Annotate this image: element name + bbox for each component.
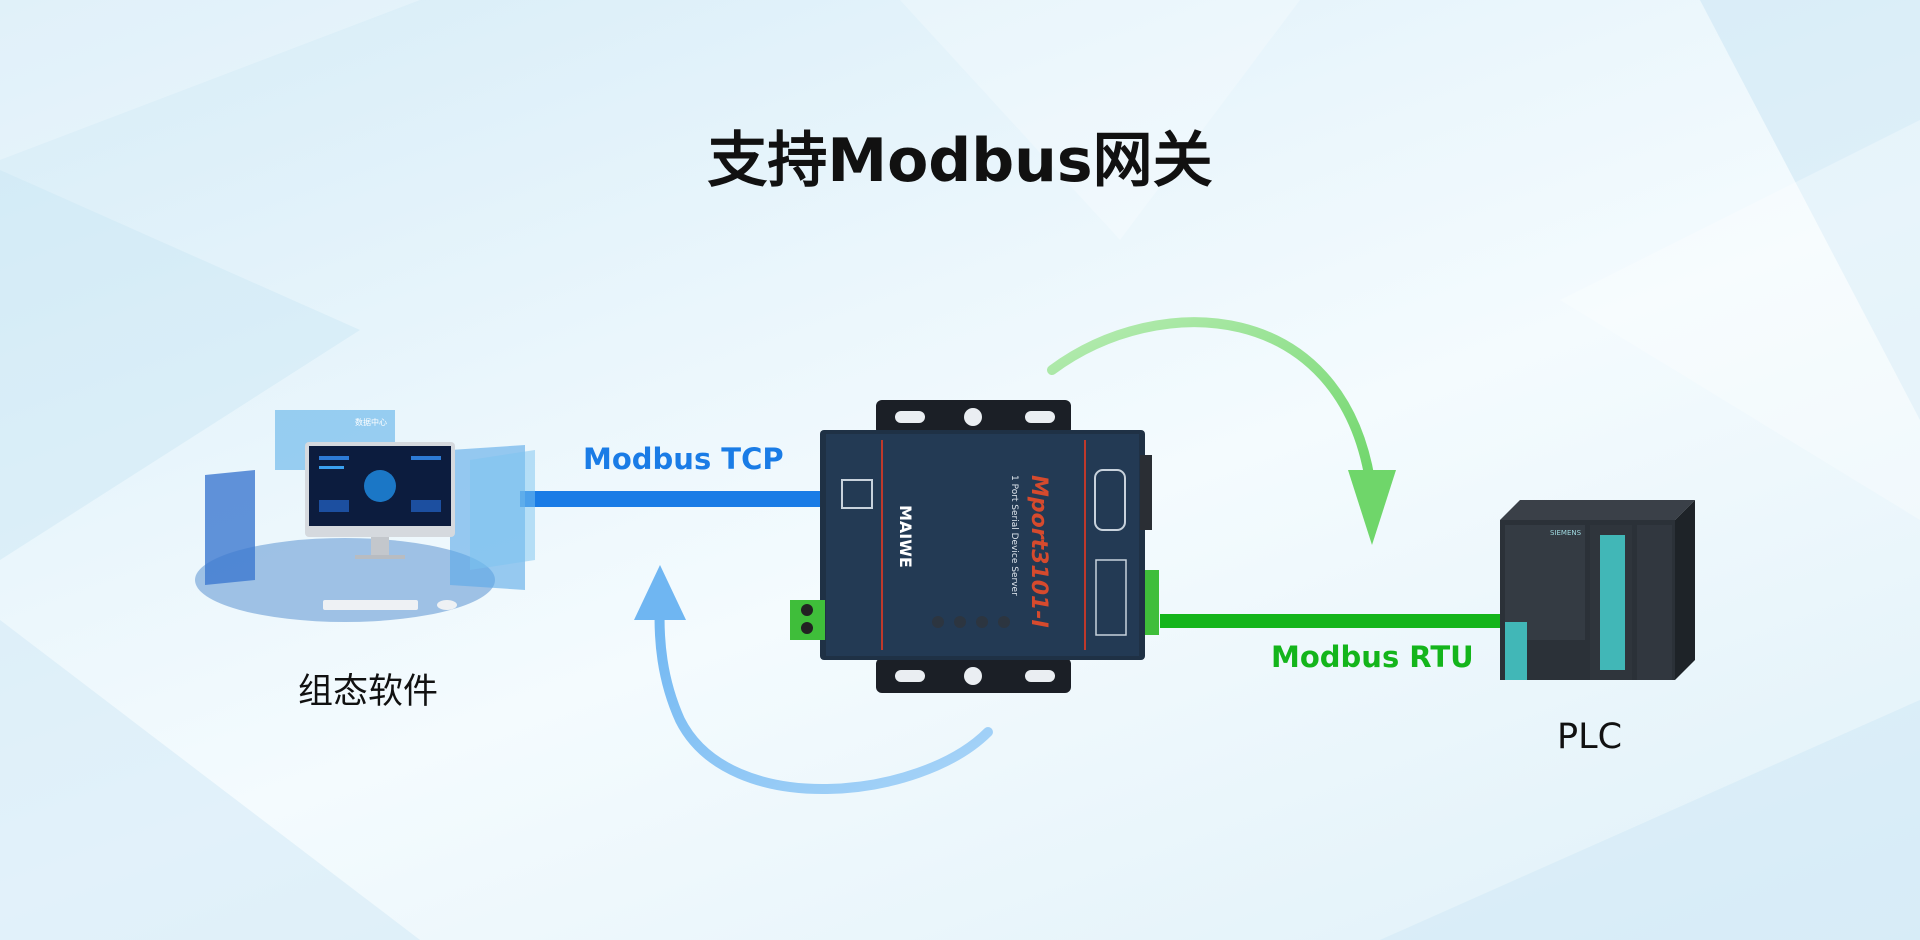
green-arrow-icon [1047, 317, 1396, 545]
gateway-model: Mport3101-I [1026, 475, 1051, 628]
modbus-rtu-line [1160, 614, 1505, 628]
plc-brand: SIEMENS [1550, 529, 1582, 537]
scada-computer-icon: 数据中心 [195, 410, 535, 622]
blue-arrow-icon [634, 565, 993, 794]
modbus-tcp-line [520, 491, 820, 507]
gateway-device-icon: MAIWE Mport3101-I 1 Port Serial Device S… [790, 400, 1159, 693]
modbus-rtu-label: Modbus RTU [1271, 640, 1474, 674]
modbus-tcp-label: Modbus TCP [583, 442, 784, 476]
scada-screen-heading: 数据中心 [355, 417, 387, 427]
gateway-brand: MAIWE [896, 505, 915, 568]
scada-caption: 组态软件 [298, 672, 439, 712]
page-title: 支持Modbus网关 [707, 126, 1213, 196]
plc-caption: PLC [1557, 717, 1623, 757]
plc-device-icon: SIEMENS [1500, 500, 1695, 680]
gateway-subtitle: 1 Port Serial Device Server [1009, 475, 1019, 596]
